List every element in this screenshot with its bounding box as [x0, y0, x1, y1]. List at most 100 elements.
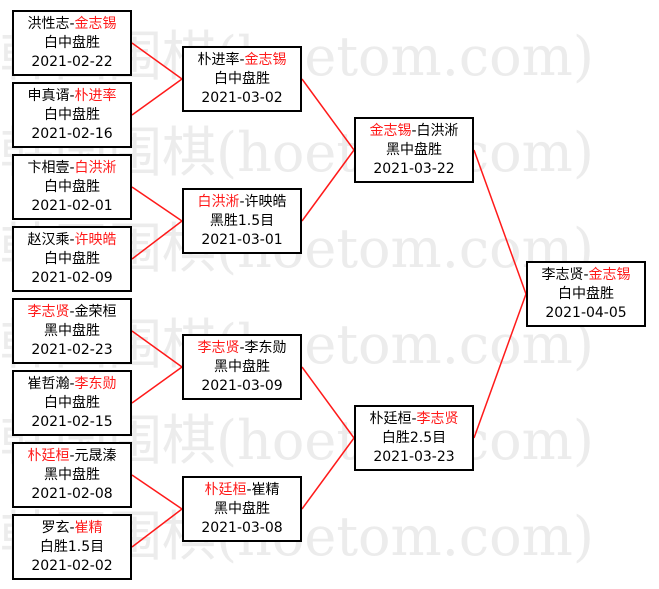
player-name: 卞相壹 [27, 159, 70, 176]
match-result: 白中盘胜 [44, 250, 100, 267]
winner-name: 李志贤 [197, 339, 240, 356]
winner-name: 金志锡 [74, 15, 117, 32]
match-players: 朴廷桓-李志贤 [369, 410, 459, 427]
match-date: 2021-03-09 [201, 377, 283, 394]
match-result: 白中盘胜 [44, 34, 100, 51]
player-name: 李东勋 [244, 339, 287, 356]
match-players: 李志贤-金荣桓 [27, 303, 117, 320]
match-box: 李志贤-李东勋 黑中盘胜 2021-03-09 [182, 334, 302, 400]
match-box: 卞相壹-白洪淅 白中盘胜 2021-02-01 [12, 154, 132, 220]
match-date: 2021-03-08 [201, 519, 283, 536]
match-box: 朴廷桓-元晟溱 黑中盘胜 2021-02-08 [12, 442, 132, 508]
final-match-box: 李志贤-金志锡 白中盘胜 2021-04-05 [526, 261, 646, 327]
match-box: 白洪淅-许映皓 黑胜1.5目 2021-03-01 [182, 188, 302, 254]
match-date: 2021-02-16 [31, 125, 113, 142]
player-name: 崔精 [251, 481, 280, 498]
match-date: 2021-02-22 [31, 53, 113, 70]
connector-line [131, 78, 183, 116]
match-box: 金志锡-白洪淅 黑中盘胜 2021-03-22 [354, 117, 474, 183]
player-name: 元晟溱 [74, 447, 117, 464]
match-box: 洪性志-金志锡 白中盘胜 2021-02-22 [12, 10, 132, 76]
match-result: 白中盘胜 [44, 394, 100, 411]
player-name: 朴廷桓 [369, 410, 412, 427]
winner-name: 李志贤 [416, 410, 459, 427]
match-players: 李志贤-金志锡 [541, 266, 631, 283]
connector-line [131, 186, 183, 222]
connector-line [131, 508, 183, 548]
match-date: 2021-04-05 [545, 304, 627, 321]
match-date: 2021-03-23 [373, 448, 455, 465]
player-name: 申真谞 [27, 87, 70, 104]
match-players: 朴廷桓-元晟溱 [27, 447, 117, 464]
match-players: 洪性志-金志锡 [27, 15, 117, 32]
connector-line [301, 78, 355, 151]
connector-line [131, 220, 183, 260]
match-date: 2021-02-23 [31, 341, 113, 358]
winner-name: 金志锡 [244, 51, 287, 68]
match-date: 2021-03-02 [201, 89, 283, 106]
match-box: 罗玄-崔精 白胜1.5目 2021-02-02 [12, 514, 132, 580]
player-name: 赵汉乘 [27, 231, 70, 248]
connector-line [131, 42, 183, 80]
match-players: 罗玄-崔精 [41, 519, 103, 536]
player-name: 洪性志 [27, 15, 70, 32]
match-players: 朴廷桓-崔精 [204, 481, 280, 498]
match-result: 黑胜1.5目 [209, 212, 275, 229]
match-players: 金志锡-白洪淅 [369, 122, 459, 139]
match-players: 赵汉乘-许映皓 [27, 231, 117, 248]
match-date: 2021-02-09 [31, 269, 113, 286]
player-name: 金荣桓 [74, 303, 117, 320]
player-name: 崔哲瀚 [27, 375, 70, 392]
connector-line [131, 366, 183, 404]
winner-name: 朴廷桓 [204, 481, 247, 498]
match-players: 崔哲瀚-李东勋 [27, 375, 117, 392]
connector-line [131, 330, 183, 368]
match-players: 李志贤-李东勋 [197, 339, 287, 356]
match-box: 李志贤-金荣桓 黑中盘胜 2021-02-23 [12, 298, 132, 364]
match-result: 黑中盘胜 [214, 500, 270, 517]
winner-name: 崔精 [74, 519, 103, 536]
match-players: 白洪淅-许映皓 [197, 193, 287, 210]
match-players: 申真谞-朴进率 [27, 87, 117, 104]
match-result: 黑中盘胜 [386, 141, 442, 158]
connector-line [301, 149, 355, 222]
match-box: 朴廷桓-李志贤 白胜2.5目 2021-03-23 [354, 405, 474, 471]
winner-name: 李东勋 [74, 375, 117, 392]
match-players: 朴进率-金志锡 [197, 51, 287, 68]
winner-name: 白洪淅 [74, 159, 117, 176]
connector-line [131, 474, 183, 510]
player-name: 白洪淅 [416, 122, 459, 139]
match-box: 赵汉乘-许映皓 白中盘胜 2021-02-09 [12, 226, 132, 292]
player-name: 许映皓 [244, 193, 287, 210]
match-box: 申真谞-朴进率 白中盘胜 2021-02-16 [12, 82, 132, 148]
winner-name: 白洪淅 [197, 193, 240, 210]
match-result: 白中盘胜 [44, 106, 100, 123]
winner-name: 朴廷桓 [27, 447, 70, 464]
match-date: 2021-02-08 [31, 485, 113, 502]
match-box: 朴进率-金志锡 白中盘胜 2021-03-02 [182, 46, 302, 112]
match-result: 黑中盘胜 [44, 466, 100, 483]
connector-line [473, 149, 527, 295]
match-box: 朴廷桓-崔精 黑中盘胜 2021-03-08 [182, 476, 302, 542]
connector-line [301, 366, 355, 439]
match-result: 黑中盘胜 [214, 358, 270, 375]
player-name: 罗玄 [41, 519, 70, 536]
match-result: 白中盘胜 [214, 70, 270, 87]
match-date: 2021-02-01 [31, 197, 113, 214]
connector-line [473, 293, 527, 439]
match-date: 2021-02-15 [31, 413, 113, 430]
match-result: 白中盘胜 [44, 178, 100, 195]
winner-name: 朴进率 [74, 87, 117, 104]
winner-name: 李志贤 [27, 303, 70, 320]
match-result: 白胜1.5目 [39, 538, 105, 555]
match-date: 2021-03-01 [201, 231, 283, 248]
player-name: 李志贤 [541, 266, 584, 283]
match-date: 2021-02-02 [31, 557, 113, 574]
player-name: 朴进率 [197, 51, 240, 68]
match-players: 卞相壹-白洪淅 [27, 159, 117, 176]
winner-name: 金志锡 [369, 122, 412, 139]
connector-line [301, 437, 355, 510]
match-result: 黑中盘胜 [44, 322, 100, 339]
match-box: 崔哲瀚-李东勋 白中盘胜 2021-02-15 [12, 370, 132, 436]
